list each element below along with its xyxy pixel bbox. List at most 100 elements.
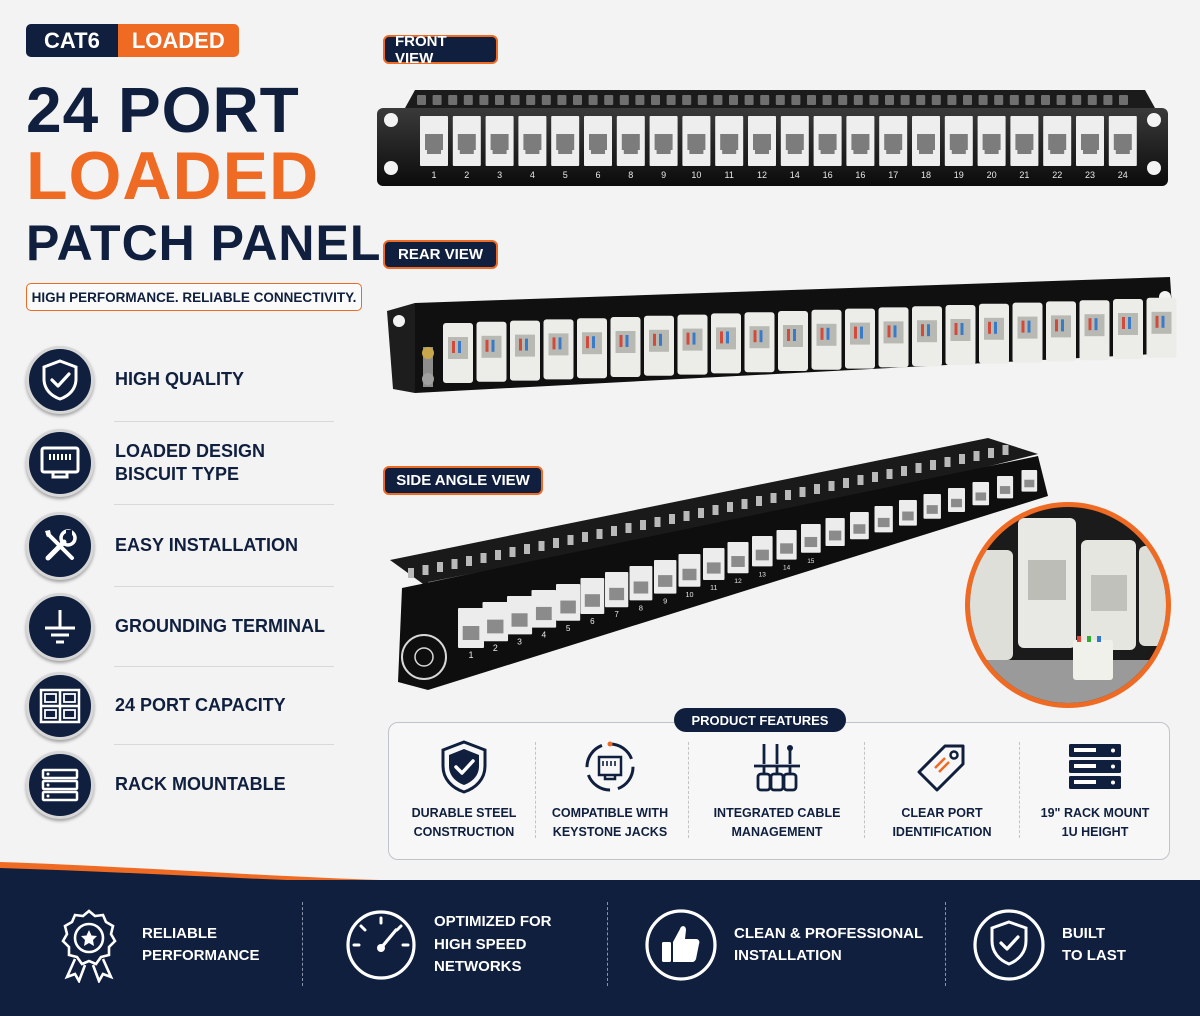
bottom-label: CLEAN & PROFESSIONAL <box>734 924 924 942</box>
port-number: 5 <box>563 170 568 180</box>
pf-port-identification: CLEAR PORT IDENTIFICATION <box>867 738 1017 848</box>
port-number: 11 <box>710 585 717 592</box>
rear-keystone-jack <box>1046 301 1076 362</box>
side-view-tag: SIDE ANGLE VIEW <box>383 466 543 495</box>
pf-label: KEYSTONE JACKS <box>552 825 668 840</box>
rear-keystone-jack <box>476 321 507 382</box>
pf-separator <box>864 742 865 838</box>
shield-check-icon <box>389 738 539 796</box>
front-port <box>977 116 1006 166</box>
rear-keystone-jack <box>811 309 842 370</box>
port-number: 17 <box>888 170 898 180</box>
side-port <box>899 500 917 526</box>
side-port <box>948 488 965 512</box>
port-number: 20 <box>987 170 997 180</box>
rear-keystone-jack <box>644 315 674 376</box>
port-number: 19 <box>954 170 964 180</box>
feature-divider <box>114 421 334 422</box>
bottom-high-speed: OPTIMIZED FOR HIGH SPEED NETWORKS <box>342 905 552 985</box>
feature-divider <box>114 666 334 667</box>
side-port <box>531 590 557 628</box>
ground-screw <box>422 347 434 387</box>
side-port <box>752 536 773 567</box>
rear-keystone-jack <box>845 308 875 369</box>
feature-24-port-capacity: 24 PORT CAPACITY <box>26 670 336 742</box>
bottom-clean-installation: CLEAN & PROFESSIONAL INSTALLATION <box>642 905 923 985</box>
bottom-separator <box>302 902 303 986</box>
port-number: 3 <box>497 170 502 180</box>
pf-separator <box>535 742 536 838</box>
tagline: HIGH PERFORMANCE. RELIABLE CONNECTIVITY. <box>26 283 362 311</box>
keystone-jack-icon <box>535 738 685 796</box>
front-port <box>813 116 842 166</box>
pf-label: IDENTIFICATION <box>892 825 992 840</box>
front-port <box>452 116 481 166</box>
rear-keystone-jack <box>510 320 540 381</box>
bottom-label: PERFORMANCE <box>142 947 260 964</box>
rear-keystone-jack <box>711 313 741 374</box>
rear-keystone-jack <box>878 307 909 368</box>
feature-label: EASY INSTALLATION <box>115 535 299 556</box>
rear-keystone-jack <box>778 311 808 371</box>
side-port <box>825 518 845 546</box>
front-port <box>682 116 711 166</box>
port-number: 13 <box>759 571 767 578</box>
badge-loaded: LOADED <box>117 24 239 57</box>
product-features-title: PRODUCT FEATURES <box>674 708 846 732</box>
port-number: 6 <box>590 617 595 626</box>
pf-cable-management: INTEGRATED CABLE MANAGEMENT <box>702 738 852 848</box>
front-port <box>1108 116 1137 166</box>
port-number: 9 <box>661 170 666 180</box>
pf-keystone-jacks: COMPATIBLE WITH KEYSTONE JACKS <box>535 738 685 848</box>
pf-label: CONSTRUCTION <box>413 825 515 840</box>
rear-view-tag: REAR VIEW <box>383 240 498 269</box>
side-port <box>678 554 701 587</box>
cable-management-icon <box>702 738 852 796</box>
feature-label: RACK MOUNTABLE <box>115 774 286 795</box>
side-port <box>923 494 941 519</box>
side-port <box>629 566 653 601</box>
port-number: 24 <box>1118 170 1128 180</box>
bottom-label: TO LAST <box>1062 947 1126 964</box>
feature-label: HIGH QUALITY <box>115 369 244 390</box>
rear-keystone-jack <box>1079 300 1110 361</box>
award-icon <box>50 906 128 984</box>
port-number: 8 <box>639 603 643 612</box>
side-port <box>801 524 821 553</box>
feature-label: BISCUIT TYPE <box>115 464 240 484</box>
front-port <box>584 116 612 166</box>
shield-check-icon <box>970 906 1048 984</box>
rack-icon <box>26 751 94 819</box>
front-port <box>879 116 908 166</box>
pf-label: 1U HEIGHT <box>1061 825 1129 840</box>
port-number: 23 <box>1085 170 1095 180</box>
front-port <box>944 116 973 166</box>
rear-keystone-jack <box>912 306 942 367</box>
front-port <box>485 116 514 166</box>
front-port <box>518 116 547 166</box>
bottom-label: RELIABLE <box>142 924 217 942</box>
port-number: 2 <box>464 170 469 180</box>
tag-icon <box>867 738 1017 796</box>
front-port <box>616 116 645 166</box>
pf-label: CLEAR PORT <box>901 806 983 820</box>
panel-logo <box>401 634 447 680</box>
side-port <box>458 608 484 648</box>
port-number: 11 <box>725 170 734 180</box>
port-number: 7 <box>614 610 618 619</box>
port-number: 16 <box>823 170 833 180</box>
port-number: 2 <box>493 643 498 653</box>
front-port <box>1043 116 1072 166</box>
feature-divider <box>114 586 334 587</box>
rear-keystone-jack <box>744 312 775 373</box>
pf-separator <box>688 742 689 838</box>
tools-icon <box>26 512 94 580</box>
port-number: 8 <box>628 170 633 180</box>
side-port <box>507 596 533 635</box>
front-port <box>846 116 875 166</box>
port-number: 1 <box>431 170 436 180</box>
pf-label: INTEGRATED CABLE <box>713 806 841 820</box>
rear-keystone-jack <box>543 319 574 380</box>
